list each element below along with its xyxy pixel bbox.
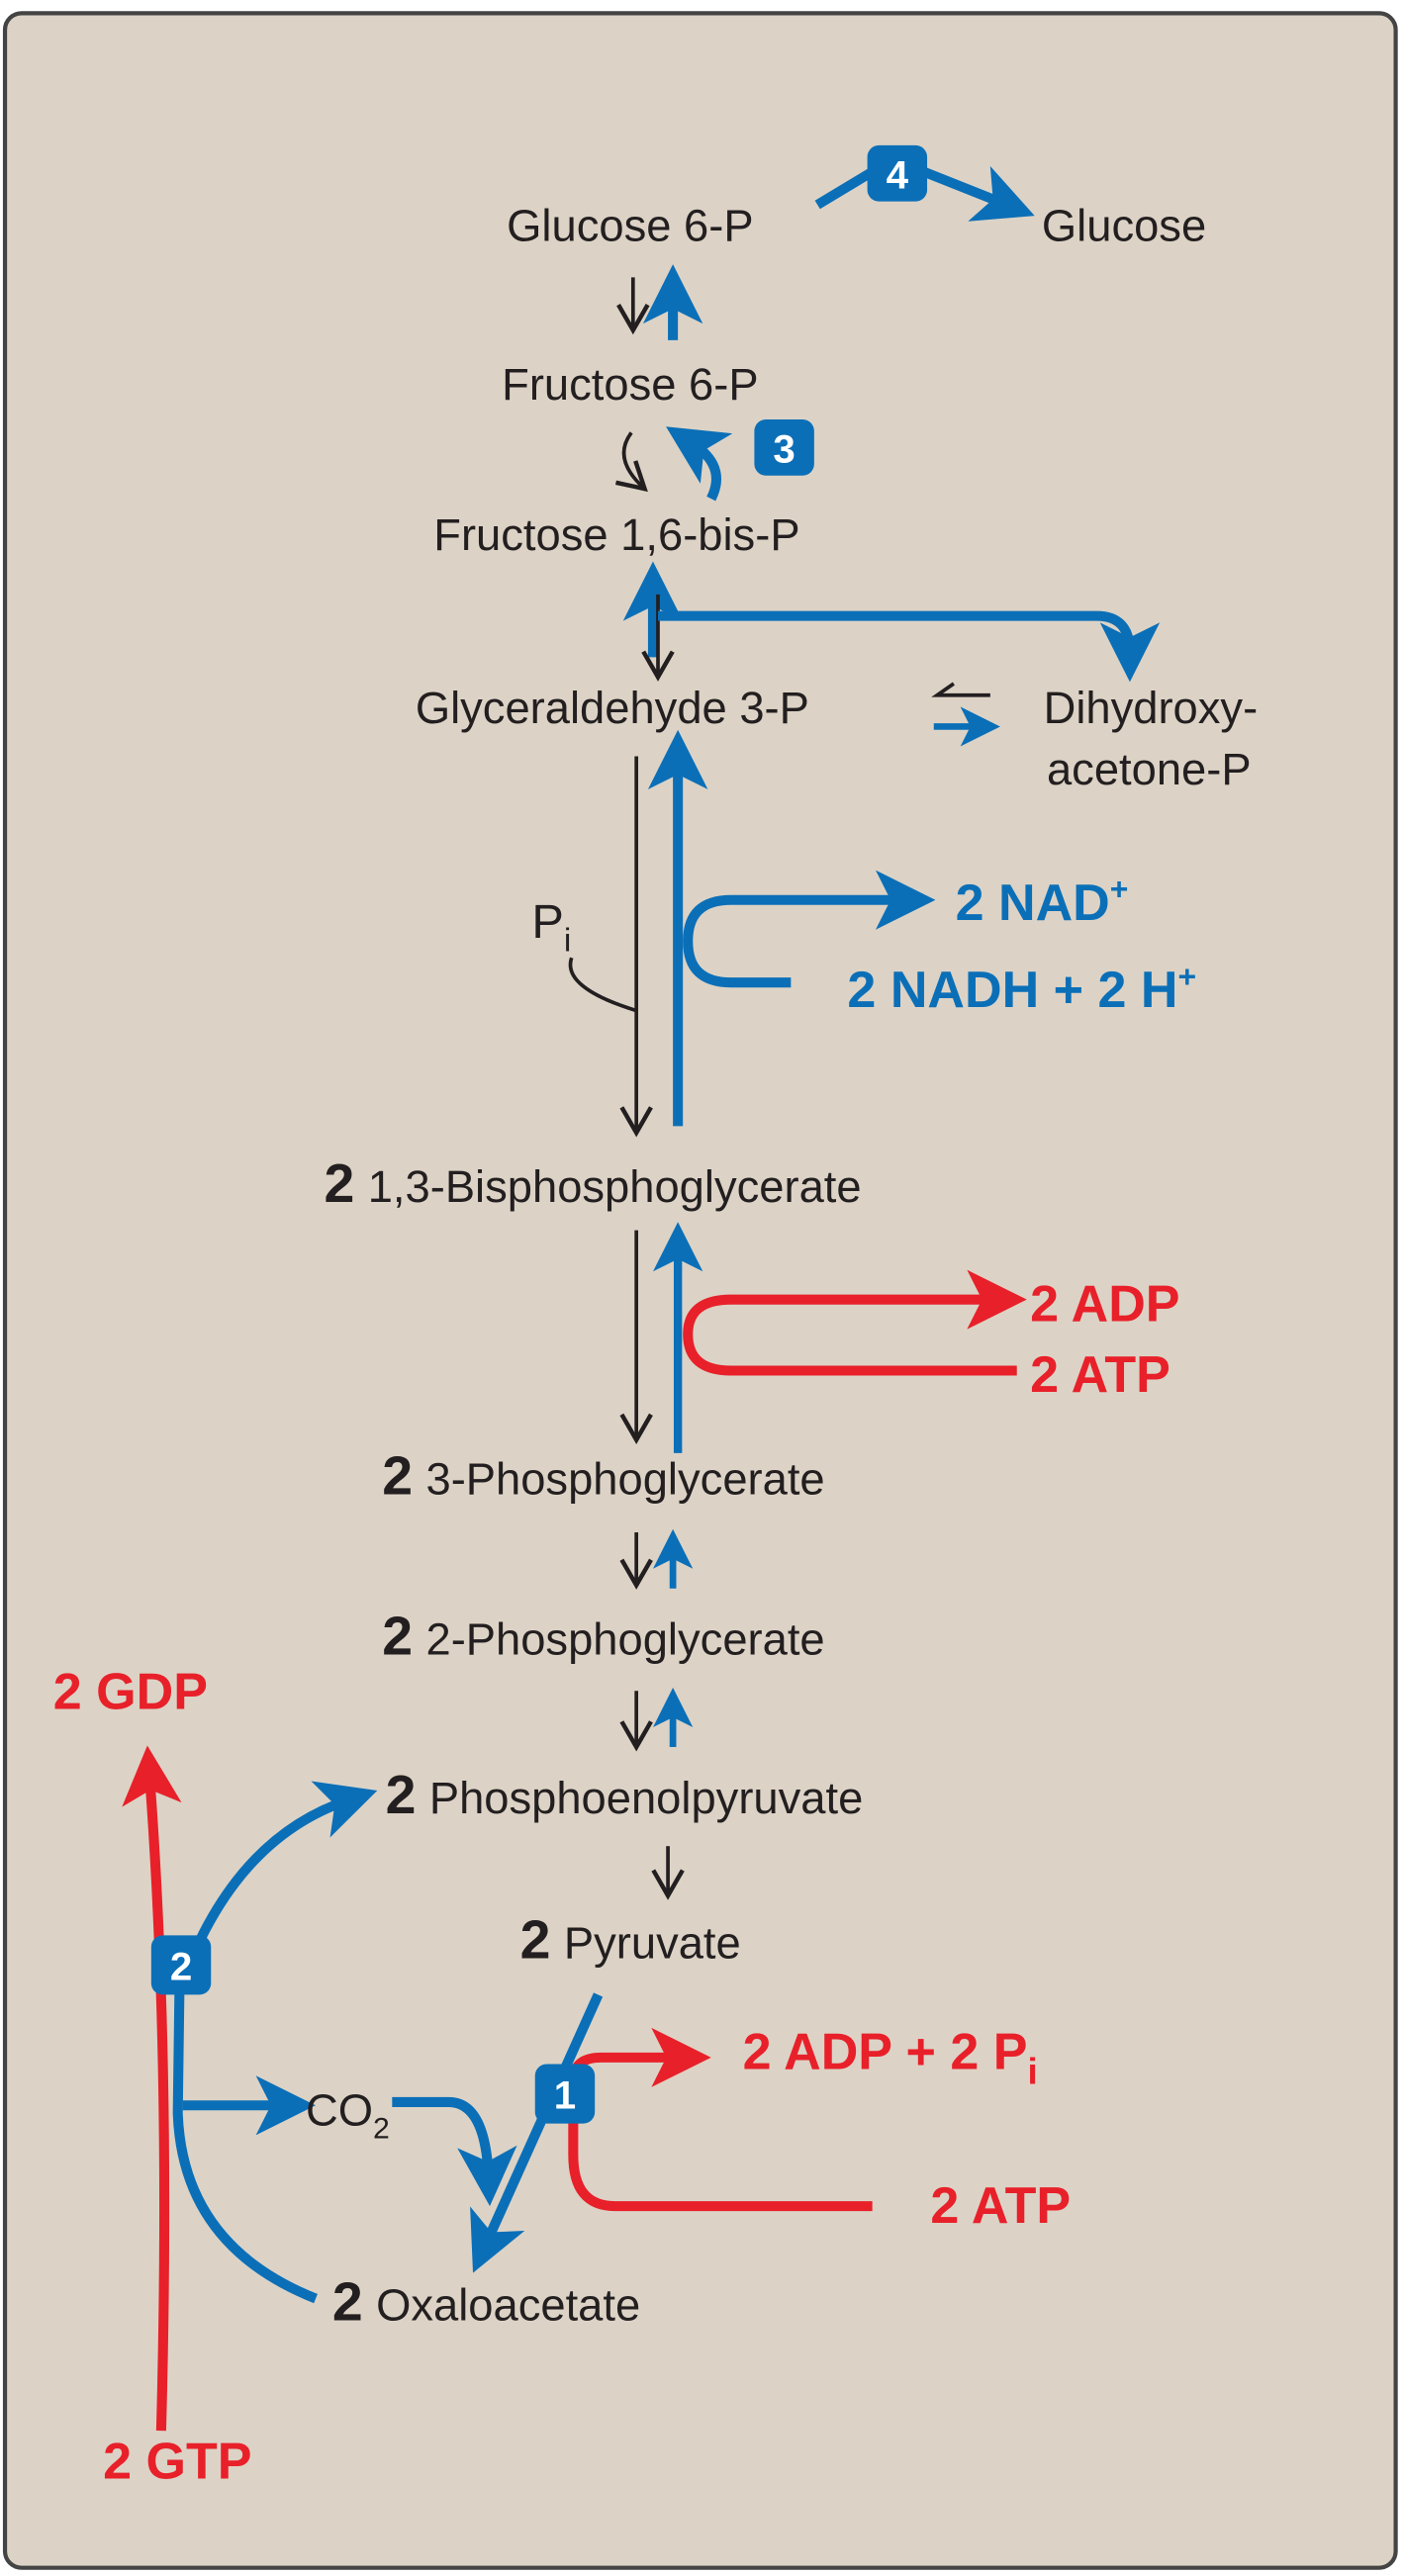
fructose-1-6-bisphosphate-label: Fructose 1,6-bis-P (433, 509, 799, 560)
diagram-frame (2, 11, 1398, 2570)
glucose-6-phosphate-label: Glucose 6-P (507, 201, 753, 251)
arrow-atp-to-adp (683, 1269, 1027, 1376)
svg-text:4: 4 (887, 152, 909, 197)
svg-text:2: 2 (170, 1945, 192, 1989)
gtp-label: 2 GTP (103, 2433, 251, 2490)
atp-label-step1: 2 ATP (930, 2176, 1071, 2234)
arrow-co2-to-oaa (392, 2096, 517, 2207)
oaa-to-badge2-curve (172, 1989, 318, 2304)
svg-text:1: 1 (554, 2073, 576, 2118)
atp-label: 2 ATP (1030, 1345, 1170, 1403)
dihydroxyacetone-phosphate-label-2: acetone-P (1047, 744, 1252, 794)
badge-step-2: 2 (150, 1935, 212, 1995)
adp-label: 2 ADP (1030, 1275, 1179, 1333)
step3-arrow (666, 426, 733, 502)
arrow-nadh-to-nad (683, 870, 936, 988)
svg-text:3: 3 (773, 426, 795, 471)
arrow-atp-to-adp-pi (568, 2027, 873, 2212)
badge-step-1: 1 (534, 2064, 596, 2124)
nadh-label: 2 NADH + 2 H+ (847, 959, 1196, 1018)
step4-arrow (814, 172, 1006, 205)
co2-label: CO2 (306, 2084, 390, 2145)
phosphate-label: Pi (531, 895, 571, 959)
arrow-dhap-to-g3p (931, 682, 990, 697)
glyceraldehyde-3-phosphate-label: Glyceraldehyde 3-P (416, 683, 809, 733)
adp-pi-label: 2 ADP + 2 Pi (743, 2023, 1038, 2092)
gdp-label: 2 GDP (53, 1663, 208, 1720)
arrow-gtp-to-gdp (122, 1745, 182, 2432)
arrow-oaa-to-pep (191, 1781, 378, 1951)
fructose-6-phosphate-label: Fructose 6-P (502, 359, 758, 410)
phosphate-input-curve (568, 957, 637, 1013)
arrow-to-dhap (657, 610, 1161, 683)
nad-label: 2 NAD+ (956, 872, 1129, 931)
arrow-f6p-to-f16bp (614, 431, 648, 493)
badge-step-4: 4 (867, 144, 928, 202)
badge-step-3: 3 (754, 418, 814, 476)
dihydroxyacetone-phosphate-label-1: Dihydroxy- (1044, 683, 1259, 733)
glucose-label: Glucose (1042, 201, 1206, 251)
